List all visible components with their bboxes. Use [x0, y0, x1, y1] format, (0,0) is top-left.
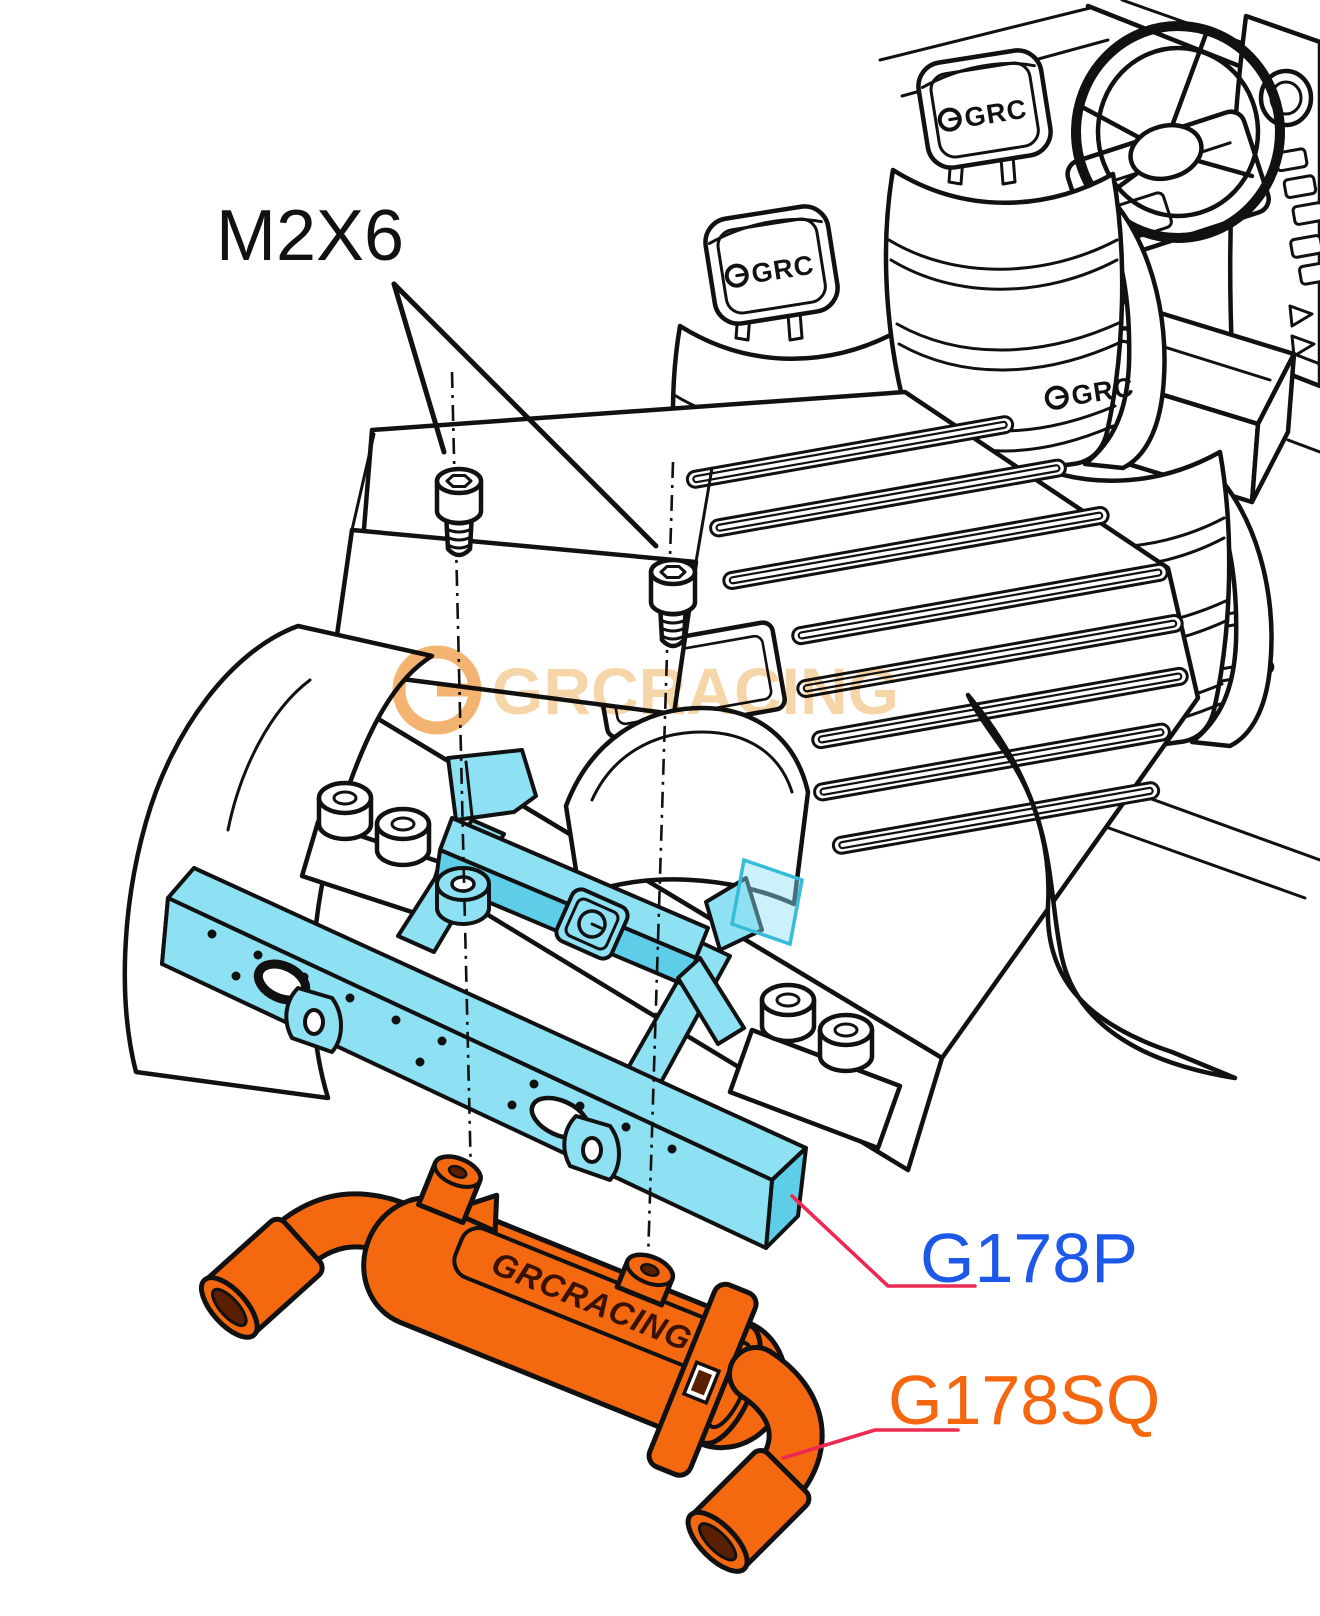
right-fender: [965, 692, 1238, 1081]
exhaust-tip-right: [685, 1448, 812, 1574]
deck-ribs: [685, 415, 1189, 855]
g-emblem-icon: [577, 909, 607, 939]
exhaust-tip-left: [199, 1216, 325, 1340]
orange-part-callout-label: G178SQ: [888, 1361, 1160, 1439]
orange-exhaust-g178sq: GRCRACING: [199, 1154, 825, 1574]
grc-badge-icon: [724, 263, 749, 288]
muffler-screw-boss-2: [614, 1252, 676, 1308]
muffler-body: GRCRACING: [361, 1154, 789, 1478]
g178p-leader: [790, 1194, 977, 1288]
grc-badge-icon: [1044, 385, 1069, 410]
dash-arrow-icon: [1288, 304, 1314, 328]
m2x6-leader-2: [391, 281, 659, 549]
dash-arrow-icon: [1290, 334, 1316, 358]
body-mounts: [299, 780, 903, 1151]
chassis-line-art: GRC GRC GRC: [122, 0, 1320, 1173]
screw-mount-boss: [435, 866, 491, 926]
muffler-screw-boss-1: [415, 1154, 483, 1226]
watermark: G GRCRACING: [392, 645, 899, 735]
blue-part-callout-label: G178P: [920, 1219, 1138, 1297]
ghost-mount-block: [730, 857, 804, 947]
steering-hub: [1128, 122, 1204, 182]
m2x6-leader-1: [391, 281, 447, 455]
g178sq-leader: [781, 1428, 960, 1460]
watermark-text: GRCRACING: [492, 654, 899, 728]
muffler-strap: [646, 1281, 759, 1478]
g-logo-plate: [554, 887, 630, 961]
callouts: M2X6 G178P G178SQ: [216, 196, 1160, 1460]
screw-callout-label: M2X6: [216, 196, 404, 276]
grc-badge-icon: [937, 107, 962, 132]
blue-bumper-frame-g178p: [160, 748, 808, 1250]
